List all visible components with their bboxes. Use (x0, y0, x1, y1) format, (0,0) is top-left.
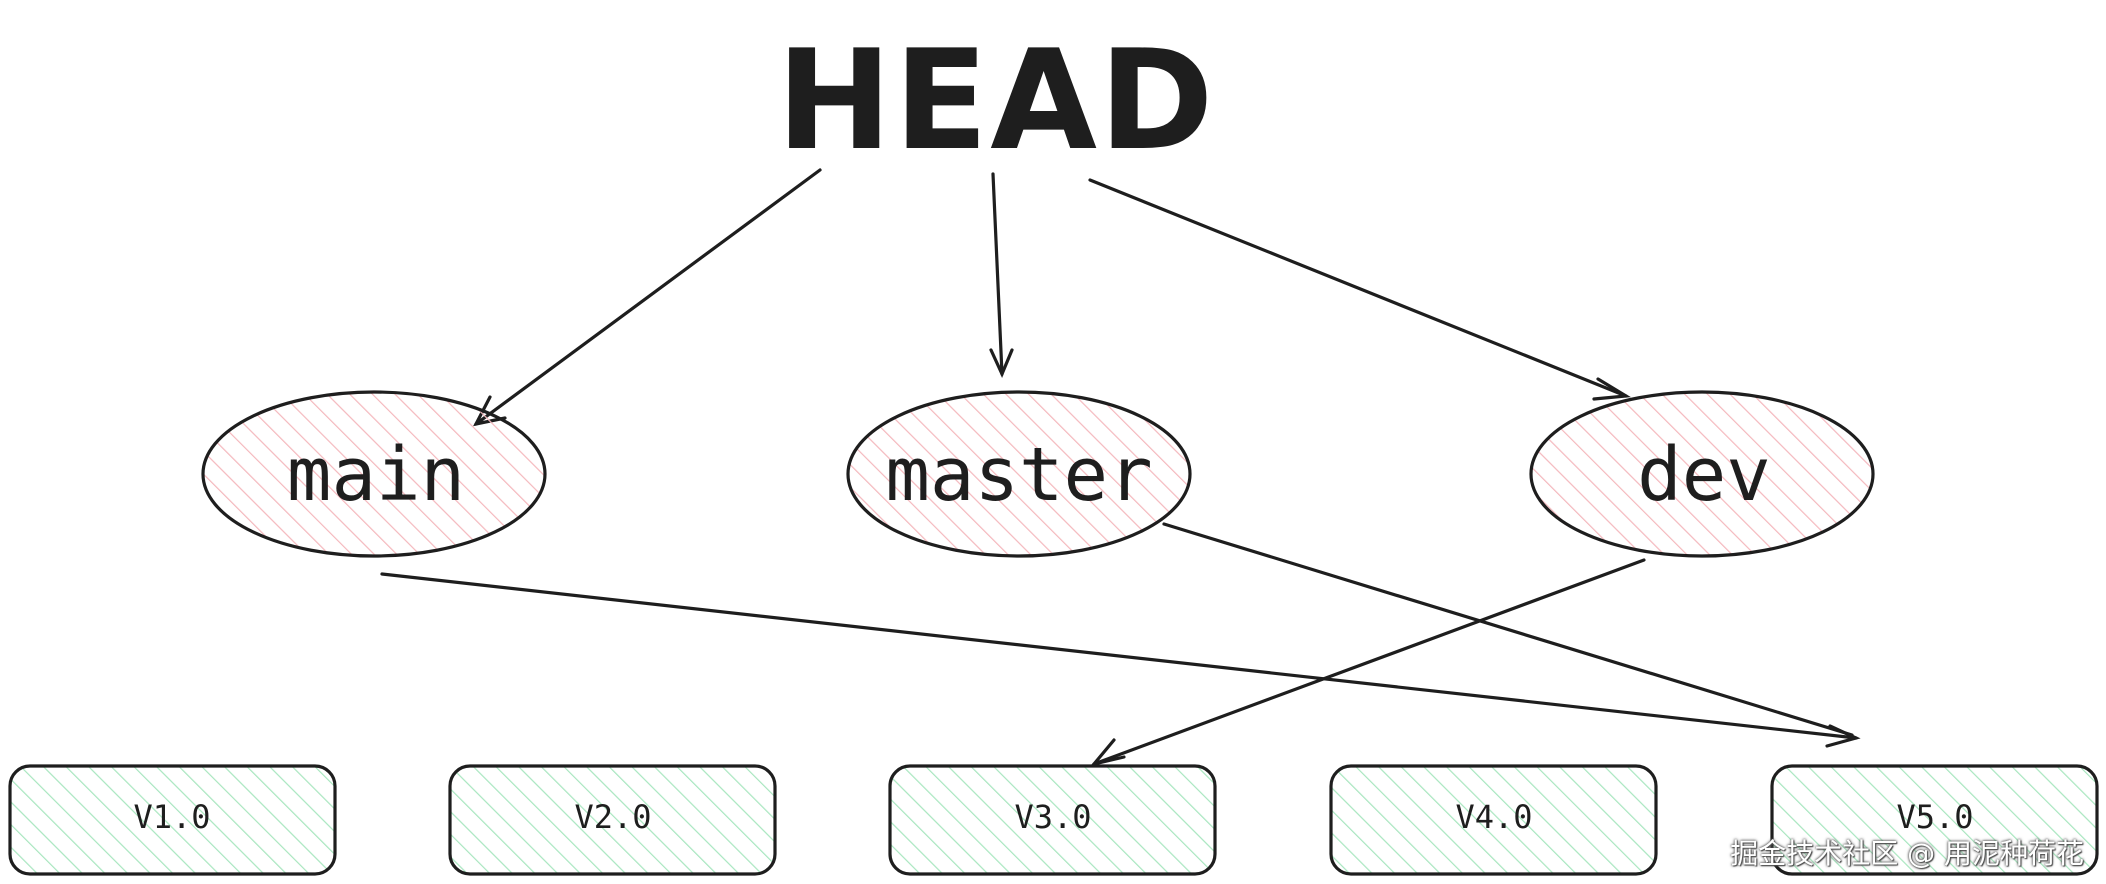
tag-label-v4: V4.0 (1455, 798, 1532, 836)
tag-v4: V4.0 (1329, 764, 1658, 876)
tag-label-v5: V5.0 (1896, 798, 1973, 836)
edge-head-to-main (473, 168, 822, 427)
watermark-text: 掘金技术社区 @ 用泥种荷花 (1730, 837, 2084, 870)
tag-v5: V5.0 (1770, 764, 2099, 876)
tag-v1: V1.0 (8, 764, 337, 876)
tag-v2: V2.0 (448, 764, 777, 876)
branch-dev: dev (1529, 390, 1875, 558)
head-label: HEAD (776, 20, 1215, 181)
branch-main: main (201, 390, 547, 558)
edge-head-to-dev (1088, 178, 1631, 401)
branch-label-dev: dev (1637, 432, 1771, 518)
tag-v3: V3.0 (888, 764, 1217, 876)
branch-master: master (846, 390, 1192, 558)
edge-head-to-master (989, 172, 1014, 378)
edge-dev-to-v3 (1089, 558, 1646, 767)
tag-label-v2: V2.0 (574, 798, 651, 836)
branch-label-master: master (885, 432, 1152, 518)
edge-master-to-v5 (1162, 522, 1854, 737)
edge-main-to-v5 (380, 572, 1861, 748)
branch-label-main: main (287, 432, 465, 518)
tag-label-v1: V1.0 (133, 798, 210, 836)
tag-label-v3: V3.0 (1014, 798, 1091, 836)
